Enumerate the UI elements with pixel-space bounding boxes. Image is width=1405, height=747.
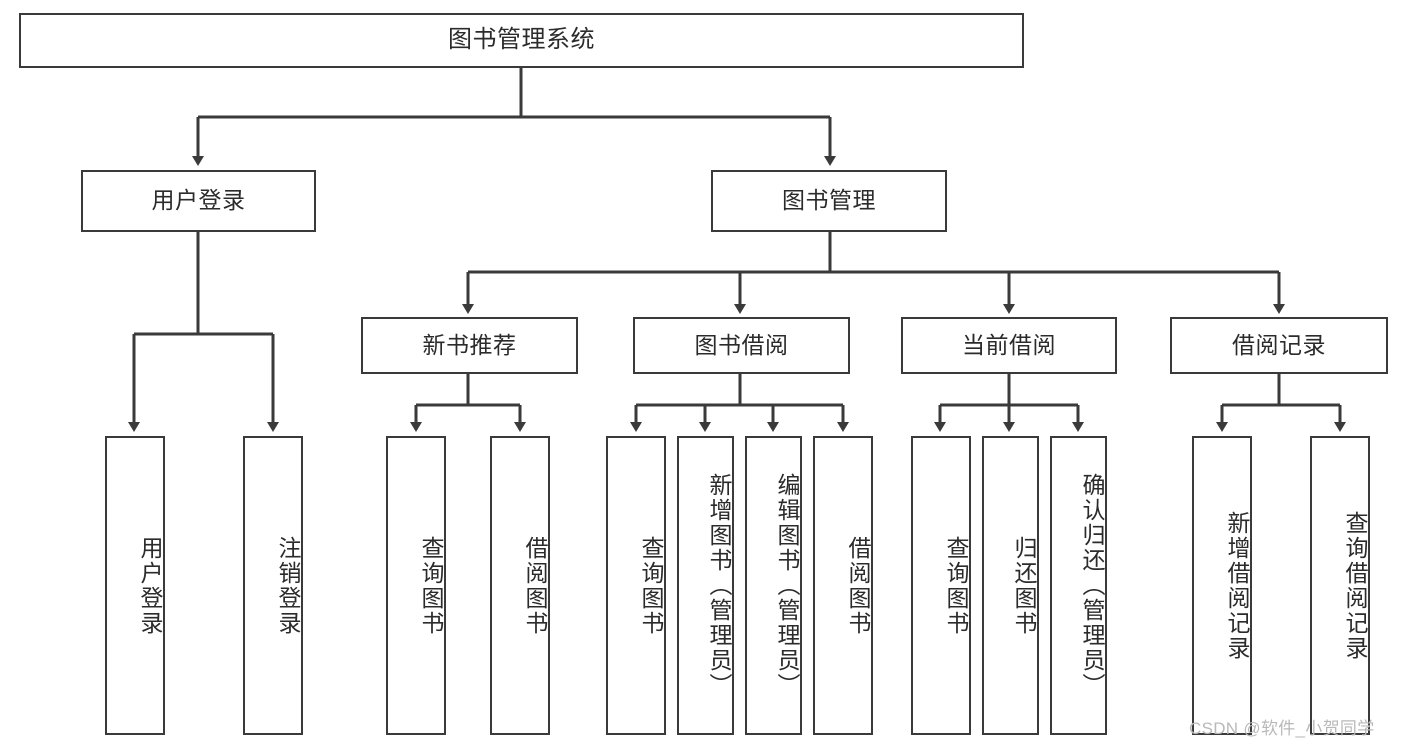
node-new-book-recommend[interactable]: 新书推荐 <box>361 317 578 374</box>
node-label: 查询借阅记录 <box>1342 510 1368 661</box>
node-label: 归还图书 <box>1011 535 1037 636</box>
leaf-confirm-return-admin[interactable]: 确认归还（管理员） <box>1050 436 1107 735</box>
leaf-add-borrow-record[interactable]: 新增借阅记录 <box>1192 436 1252 735</box>
node-label: 新书推荐 <box>422 331 517 358</box>
node-label: 借阅图书 <box>522 535 548 636</box>
leaf-borrow-book-borrow[interactable]: 借阅图书 <box>813 436 873 735</box>
leaf-return-book[interactable]: 归还图书 <box>982 436 1039 735</box>
node-label: 查询图书 <box>418 535 444 636</box>
node-label: 新增图书（管理员） <box>706 473 732 698</box>
node-label: 注销登录 <box>275 535 301 636</box>
node-label: 查询图书 <box>638 535 664 636</box>
node-label: 图书管理 <box>782 187 876 214</box>
node-label: 用户登录 <box>137 535 163 636</box>
node-label: 查询图书 <box>943 535 969 636</box>
leaf-query-book-recommend[interactable]: 查询图书 <box>386 436 446 735</box>
node-current-borrow[interactable]: 当前借阅 <box>901 317 1117 374</box>
node-label: 借阅图书 <box>845 535 871 636</box>
leaf-user-logout[interactable]: 注销登录 <box>243 436 303 735</box>
node-label: 图书管理系统 <box>448 26 595 54</box>
node-borrow-record[interactable]: 借阅记录 <box>1170 317 1388 374</box>
node-label: 图书借阅 <box>694 331 789 358</box>
leaf-edit-book-admin[interactable]: 编辑图书（管理员） <box>745 436 802 735</box>
node-label: 确认归还（管理员） <box>1079 473 1105 698</box>
node-root-book-management-system[interactable]: 图书管理系统 <box>19 13 1024 68</box>
leaf-query-book-borrow[interactable]: 查询图书 <box>606 436 666 735</box>
leaf-add-book-admin[interactable]: 新增图书（管理员） <box>677 436 734 735</box>
node-book-borrow[interactable]: 图书借阅 <box>633 317 850 374</box>
leaf-user-login[interactable]: 用户登录 <box>105 436 165 735</box>
watermark-text: CSDN @软件_小贺同学 <box>1189 719 1375 738</box>
node-label: 当前借阅 <box>962 331 1056 358</box>
node-label: 编辑图书（管理员） <box>774 473 800 698</box>
node-label: 用户登录 <box>151 187 246 214</box>
leaf-query-book-current[interactable]: 查询图书 <box>911 436 971 735</box>
node-book-management[interactable]: 图书管理 <box>711 170 947 232</box>
node-label: 新增借阅记录 <box>1224 510 1250 661</box>
leaf-borrow-book-recommend[interactable]: 借阅图书 <box>490 436 550 735</box>
leaf-query-borrow-record[interactable]: 查询借阅记录 <box>1310 436 1370 735</box>
node-user-login[interactable]: 用户登录 <box>81 170 316 232</box>
node-label: 借阅记录 <box>1232 331 1326 358</box>
